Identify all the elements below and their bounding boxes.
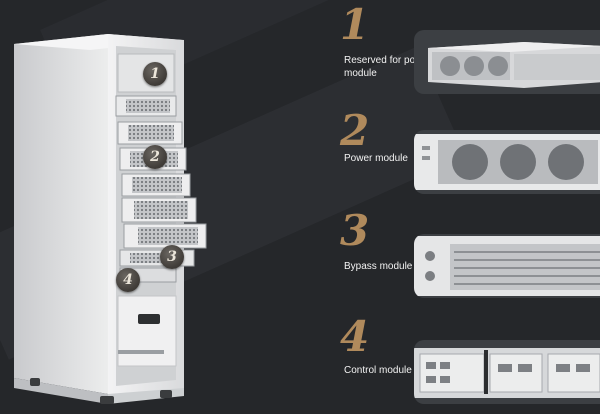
cabinet-callout-badge: 4 bbox=[116, 268, 140, 292]
cabinet-graphic bbox=[14, 34, 207, 404]
power-module-photo bbox=[414, 130, 600, 194]
cabinet-callout-badge: 3 bbox=[160, 245, 184, 269]
module-power: 2 Power module bbox=[330, 108, 600, 208]
module-control: 4 Control module bbox=[330, 314, 600, 414]
cabinet-callout-badge: 2 bbox=[143, 145, 167, 169]
module-number: 1 bbox=[340, 0, 370, 49]
reserved-slot-photo bbox=[414, 30, 600, 94]
control-module-photo bbox=[414, 340, 600, 404]
module-label: Bypass module bbox=[344, 261, 413, 272]
module-reserved-slot: 1 Reserved for power module bbox=[330, 2, 600, 102]
module-label: Reserved for power module bbox=[344, 55, 432, 79]
module-bypass: 3 Bypass module bbox=[330, 208, 600, 308]
module-label: Control module bbox=[344, 365, 412, 376]
bypass-module-photo bbox=[414, 234, 600, 298]
module-number: 3 bbox=[340, 206, 370, 255]
module-number: 4 bbox=[340, 312, 370, 361]
module-label: Power module bbox=[344, 153, 408, 164]
ups-cabinet-illustration: 1 2 3 4 bbox=[14, 34, 207, 404]
cabinet-callout-badge: 1 bbox=[143, 62, 167, 86]
module-number: 2 bbox=[340, 106, 370, 155]
